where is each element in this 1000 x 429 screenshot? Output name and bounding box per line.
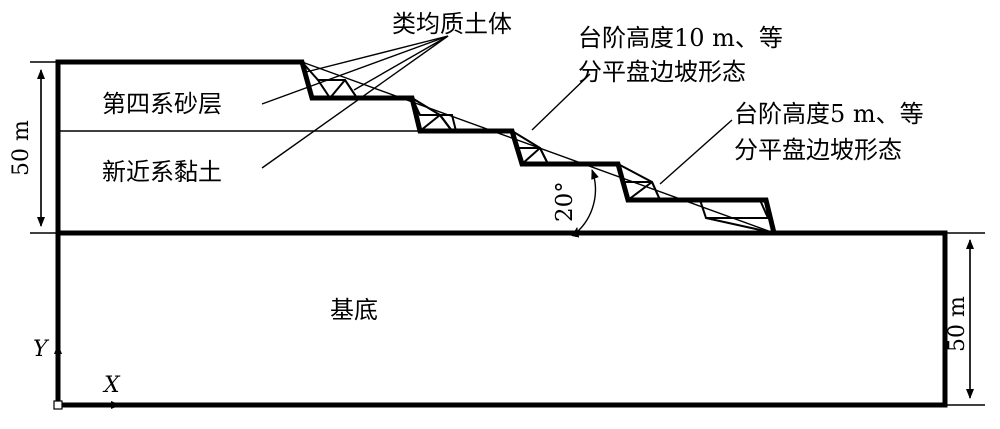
leader-lines	[261, 35, 733, 185]
label-base: 基底	[330, 296, 378, 324]
label-height-left: 50 m	[9, 120, 34, 176]
label-quaternary-sand: 第四系砂层	[102, 90, 222, 118]
label-axis-x: X	[102, 373, 121, 398]
slope-body-outline	[55, 59, 777, 234]
label-axis-y: Y	[33, 337, 50, 362]
label-neogene-clay: 新近系黏土	[102, 158, 222, 186]
label-bench-10m-line1: 台阶高度10 m、等	[578, 24, 783, 52]
origin-marker	[53, 400, 63, 410]
label-bench-5m-line1: 台阶高度5 m、等	[734, 100, 924, 128]
label-bench-5m-line2: 分平盘边坡形态	[734, 136, 902, 164]
label-homogeneous-soil: 类均质土体	[392, 10, 512, 38]
label-bench-10m-line2: 分平盘边坡形态	[578, 58, 746, 86]
angle-arc-start-tick	[571, 227, 580, 238]
bench-cells	[316, 79, 775, 234]
base-block	[55, 230, 948, 408]
label-height-right: 50 m	[945, 296, 970, 352]
angle-arc	[575, 169, 599, 234]
label-angle: 20°	[552, 181, 578, 222]
